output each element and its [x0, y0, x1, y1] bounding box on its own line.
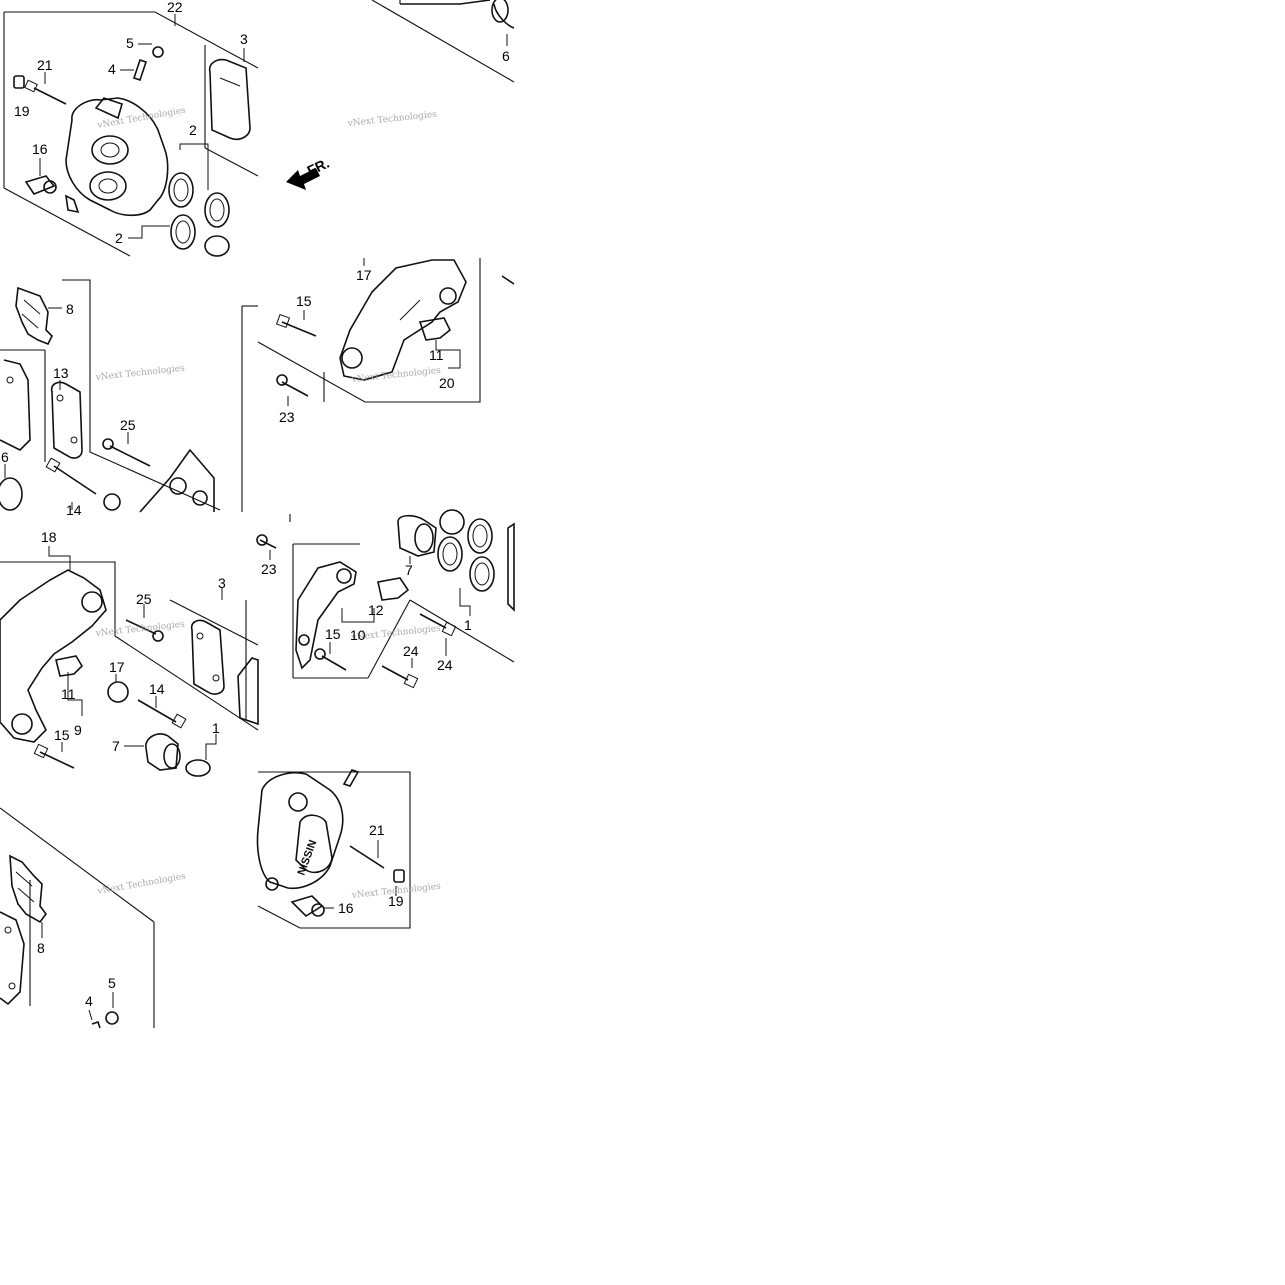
callout-7b: 7: [405, 562, 413, 578]
callout-17a: 17: [356, 267, 372, 283]
callout-24b: 24: [437, 657, 453, 673]
callout-10: 10: [350, 627, 366, 643]
watermark-7: vNext Technologies: [96, 872, 187, 898]
callout-11a: 11: [429, 347, 444, 363]
callout-18: 18: [41, 529, 57, 545]
tile-spring-bottom: [0, 807, 155, 1029]
callout-8b: 8: [37, 940, 45, 956]
callout-6b: 6: [1, 449, 9, 465]
callout-3b: 3: [218, 575, 226, 591]
front-direction-label: FR.: [305, 155, 332, 179]
callout-21b: 21: [369, 822, 385, 838]
callout-3: 3: [240, 31, 248, 47]
callout-4b: 4: [85, 993, 93, 1009]
callout-23a: 23: [279, 409, 295, 425]
watermark-5: vNext Technologies: [94, 620, 185, 639]
tile-direction: [286, 0, 515, 190]
callout-12: 12: [368, 602, 384, 618]
watermark-4: vNext Technologies: [350, 366, 441, 385]
callout-23b: 23: [261, 561, 277, 577]
tile-bracket-right: [241, 258, 515, 512]
callout-2a: 2: [189, 122, 197, 138]
callout-20: 20: [439, 375, 455, 391]
callout-25a: 25: [120, 417, 136, 433]
callout-13: 13: [53, 365, 69, 381]
callout-7a: 7: [112, 738, 120, 754]
callout-19b: 19: [388, 893, 404, 909]
callout-14b: 14: [149, 681, 165, 697]
callout-16b: 16: [338, 900, 354, 916]
callout-8a: 8: [66, 301, 74, 317]
caliper-brand-mark: NISSIN: [296, 838, 320, 877]
tile-caliper-bottom: [256, 769, 411, 929]
callout-1a: 1: [212, 720, 220, 736]
front-direction-arrow: [286, 168, 320, 190]
callout-22: 22: [167, 0, 183, 15]
callout-5b: 5: [108, 975, 116, 991]
callout-1b: 1: [464, 617, 472, 633]
callout-24a: 24: [403, 643, 419, 659]
callout-25b: 25: [136, 591, 152, 607]
callout-15c: 15: [325, 626, 341, 642]
callout-14a: 14: [66, 502, 82, 518]
callout-16: 16: [32, 141, 48, 157]
tile-bracket-left: [0, 546, 259, 777]
callout-21: 21: [37, 57, 53, 73]
tile-caliper-body: [3, 11, 259, 257]
watermark-3: vNext Technologies: [94, 364, 185, 383]
callout-15a: 15: [296, 293, 312, 309]
callout-4: 4: [108, 61, 116, 77]
tile-pads-left: [0, 279, 221, 513]
watermark-2: vNext Technologies: [346, 110, 437, 129]
callout-9: 9: [74, 722, 82, 738]
callout-15b: 15: [54, 727, 70, 743]
callout-2b: 2: [115, 230, 123, 246]
callout-labels: 22 5 4 3 21 19 16 2 2 6 8 13 25 6 14 17 …: [1, 0, 510, 1009]
callout-19: 19: [14, 103, 30, 119]
callout-6a: 6: [502, 48, 510, 64]
callout-11b: 11: [61, 686, 76, 702]
callout-17b: 17: [109, 659, 125, 675]
callout-5: 5: [126, 35, 134, 51]
tile-seals-right: [256, 509, 515, 689]
